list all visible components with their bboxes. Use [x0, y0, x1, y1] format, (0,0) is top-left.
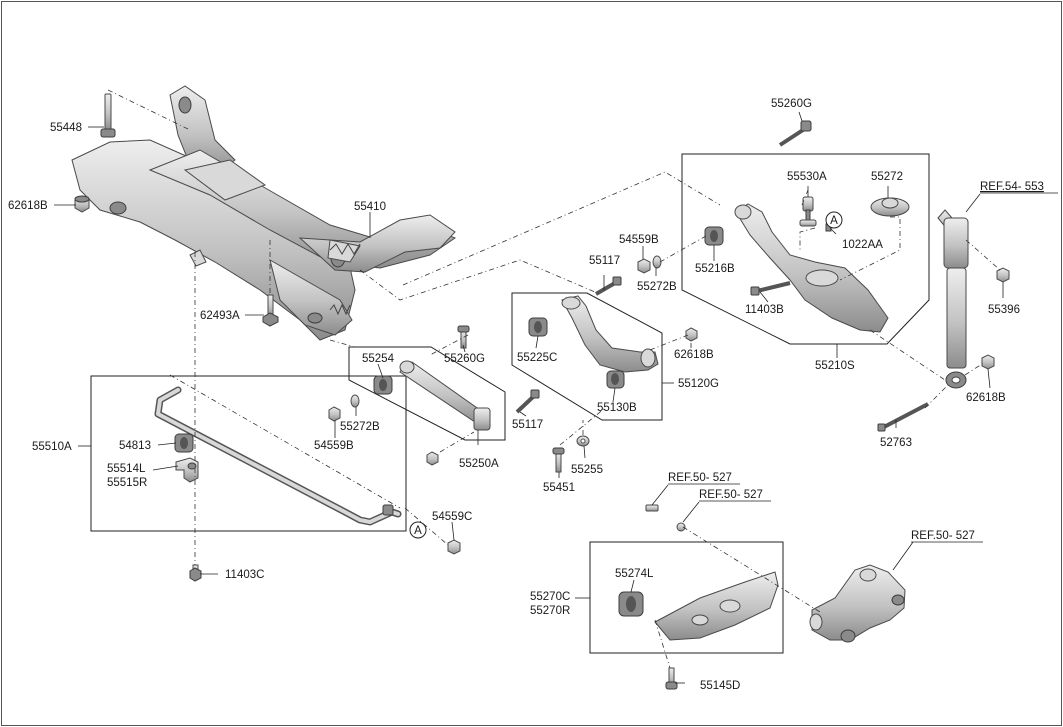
reference-labels: REF.54- 553 REF.50- 527 REF.50- 527 REF.…	[668, 181, 1058, 543]
shock-absorber[interactable]	[937, 209, 969, 389]
callout-a-upper-text: A	[830, 215, 838, 227]
label-55510a[interactable]: 55510A	[32, 441, 72, 453]
spring-seat-55272[interactable]	[870, 197, 910, 217]
label-55216b[interactable]: 55216B	[695, 263, 735, 275]
label-55117-top[interactable]: 55117	[589, 255, 620, 267]
subframe-crossmember[interactable]	[71, 85, 457, 341]
upper-arm-55120g[interactable]	[561, 295, 659, 373]
label-55270c[interactable]: 55270C	[530, 591, 570, 603]
label-55260g-mid[interactable]: 55260G	[444, 353, 485, 365]
ref-shock-link[interactable]: REF.54- 553	[980, 181, 1044, 193]
bolt-55448[interactable]	[100, 93, 116, 138]
label-55130b[interactable]: 55130B	[597, 402, 637, 414]
link-box-55250a	[348, 346, 506, 441]
label-55448[interactable]: 55448	[50, 122, 82, 134]
label-55530a[interactable]: 55530A	[787, 171, 827, 183]
label-55225c[interactable]: 55225C	[517, 352, 557, 364]
ref-knuckle-link[interactable]: REF.50- 527	[911, 530, 975, 542]
lower-arm-box-55210s	[681, 153, 930, 345]
bolt-11403c[interactable]	[189, 564, 202, 582]
bushing-55225c[interactable]	[528, 317, 548, 337]
washer-55255[interactable]	[576, 435, 590, 447]
label-55260g-top[interactable]: 55260G	[771, 98, 812, 110]
nut-55396[interactable]	[996, 267, 1010, 283]
label-62618b-left[interactable]: 62618B	[8, 200, 48, 212]
washer-55272b-mid[interactable]	[350, 394, 360, 408]
washer-ref-50-527-b[interactable]	[676, 522, 686, 532]
label-55120g[interactable]: 55120G	[678, 378, 719, 390]
ref-bolt-a-link[interactable]: REF.50- 527	[668, 472, 732, 484]
label-55396[interactable]: 55396	[988, 304, 1020, 316]
bushing-55216b[interactable]	[704, 226, 724, 246]
bushing-55130b[interactable]	[606, 370, 625, 389]
part-labels: 55448 62618B 55410 62493A 55254 55260G 5…	[8, 98, 1020, 692]
lower-arm-55210s[interactable]	[734, 203, 889, 333]
nut-54559c[interactable]	[447, 539, 461, 555]
leader-lines	[54, 111, 1004, 684]
label-55451[interactable]: 55451	[543, 482, 575, 494]
nut-62618b-left[interactable]	[74, 195, 90, 213]
bolt-ref-50-527-a[interactable]	[645, 504, 659, 512]
bolt-55145d[interactable]	[665, 667, 678, 690]
bushing-54813[interactable]	[174, 433, 194, 453]
trailing-arm-55270c[interactable]	[654, 571, 779, 641]
bolt-55451[interactable]	[552, 447, 565, 473]
label-54559b-top[interactable]: 54559B	[619, 234, 659, 246]
label-55210s[interactable]: 55210S	[815, 360, 855, 372]
bolt-52763[interactable]	[877, 402, 929, 432]
label-55515r[interactable]: 55515R	[107, 477, 147, 489]
label-55272b-mid[interactable]: 55272B	[340, 421, 380, 433]
label-55272[interactable]: 55272	[871, 171, 903, 183]
stopper-55530a[interactable]	[799, 196, 817, 227]
clamp-55514l-55515r[interactable]	[175, 457, 199, 483]
label-55410[interactable]: 55410	[354, 201, 386, 213]
callout-a-lower: A	[409, 521, 427, 539]
label-55250a[interactable]: 55250A	[459, 458, 499, 470]
bolt-55117-bot[interactable]	[515, 389, 540, 414]
label-11403b[interactable]: 11403B	[745, 304, 784, 316]
knuckle[interactable]	[809, 564, 906, 643]
label-62493a[interactable]: 62493A	[200, 310, 240, 322]
bushing-55274l[interactable]	[618, 591, 644, 617]
bolt-55260g-top[interactable]	[778, 120, 812, 147]
bracket-small-left	[189, 249, 207, 267]
label-54559c[interactable]: 54559C	[432, 511, 472, 523]
bolt-55117-top[interactable]	[594, 276, 622, 296]
callout-a-lower-text: A	[414, 525, 422, 537]
stabilizer-bar[interactable]	[154, 386, 402, 526]
ref-bolt-b-link[interactable]: REF.50- 527	[699, 489, 763, 501]
label-1022aa[interactable]: 1022AA	[842, 239, 883, 251]
label-62618b-right[interactable]: 62618B	[966, 392, 1006, 404]
nut-62618b-mid[interactable]	[685, 327, 698, 342]
stabilizer-bar-box	[90, 375, 407, 532]
bolt-11403b[interactable]	[750, 281, 791, 296]
label-55254[interactable]: 55254	[362, 353, 395, 365]
nut-link-lower	[426, 451, 439, 466]
nut-54559b-top[interactable]	[637, 258, 651, 274]
bolt-62493a[interactable]	[262, 294, 279, 327]
nut-62618b-right[interactable]	[981, 354, 995, 370]
washer-55272b-top[interactable]	[652, 255, 662, 269]
label-55514l[interactable]: 55514L	[107, 463, 146, 475]
label-62618b-mid[interactable]: 62618B	[674, 349, 714, 361]
upper-arm-box-55120g	[511, 292, 663, 421]
label-55270r[interactable]: 55270R	[530, 605, 570, 617]
callout-a-upper: A	[825, 211, 843, 229]
label-55117-bot[interactable]: 55117	[512, 419, 543, 431]
label-55274l[interactable]: 55274L	[615, 568, 654, 580]
label-11403c[interactable]: 11403C	[225, 569, 264, 581]
label-54813[interactable]: 54813	[119, 440, 151, 452]
label-55272b-top[interactable]: 55272B	[637, 281, 677, 293]
assembly-lines	[107, 89, 1001, 669]
bushing-55254[interactable]	[373, 375, 393, 395]
label-52763[interactable]: 52763	[880, 437, 912, 449]
lateral-link-55250a[interactable]	[399, 360, 491, 431]
nut-54559b-mid[interactable]	[328, 406, 341, 422]
label-55145d[interactable]: 55145D	[700, 680, 740, 692]
label-55255[interactable]: 55255	[571, 464, 603, 476]
trailing-arm-box	[589, 541, 784, 654]
label-54559b-mid[interactable]: 54559B	[314, 440, 354, 452]
